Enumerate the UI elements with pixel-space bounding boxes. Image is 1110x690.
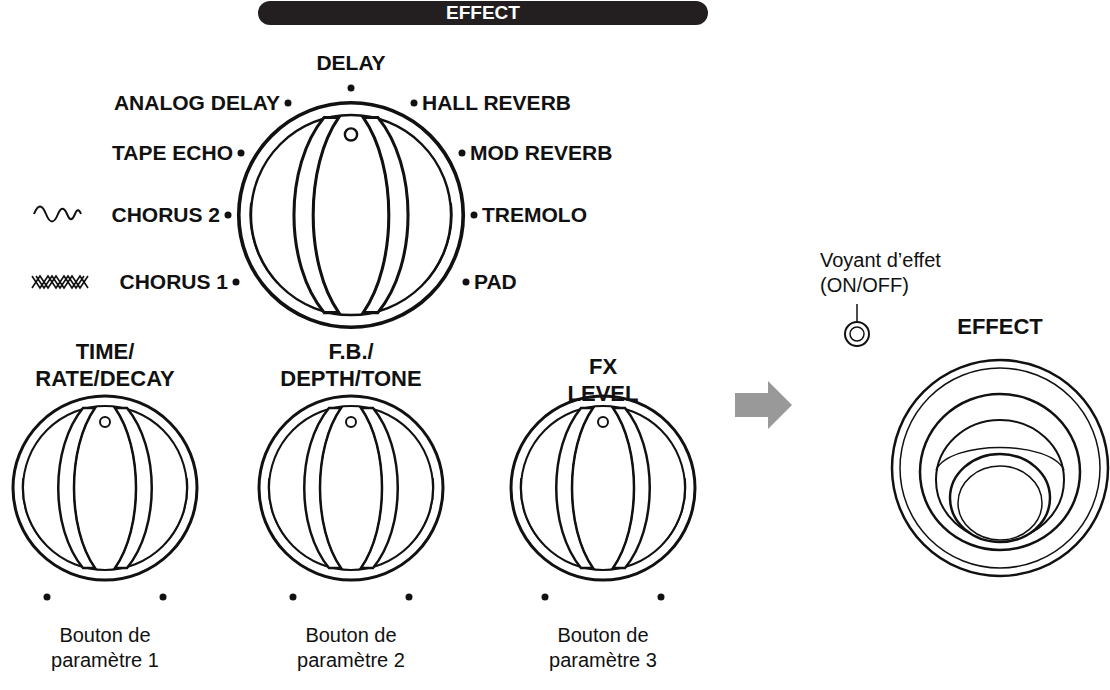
effect-footswitch	[892, 360, 1108, 576]
chorus2-icon	[34, 207, 81, 222]
position-dots	[225, 85, 478, 286]
effect-name: TAPE ECHO	[112, 141, 233, 165]
knob-caption: Bouton de paramètre 1	[30, 623, 180, 673]
effect-name: CHORUS 2	[111, 203, 220, 227]
effect-led	[845, 322, 869, 346]
parameter-knob	[13, 396, 197, 580]
band-title: EFFECT	[446, 2, 520, 24]
effect-name: ANALOG DELAY	[114, 91, 280, 115]
effect-name: TREMOLO	[482, 203, 587, 227]
knob-label: FX LEVEL	[568, 353, 639, 408]
knob-label: F.B./ DEPTH/TONE	[280, 338, 421, 393]
effect-name: MOD REVERB	[470, 141, 612, 165]
knob-label: TIME/ RATE/DECAY	[35, 338, 174, 393]
parameter-knob	[511, 396, 695, 580]
chorus1-icon	[32, 276, 88, 288]
effect-name: DELAY	[316, 51, 385, 75]
effect-name: HALL REVERB	[422, 91, 571, 115]
indicator-label: Voyant d’effet (ON/OFF)	[820, 248, 990, 298]
title-band: EFFECT	[258, 1, 708, 25]
effect-name: CHORUS 1	[119, 270, 228, 294]
knob-caption: Bouton de paramètre 2	[276, 623, 426, 673]
effect-name: PAD	[474, 270, 517, 294]
leader-line	[856, 304, 858, 322]
range-dots	[44, 594, 665, 601]
gray-arrow	[735, 381, 792, 429]
switch-label: EFFECT	[957, 313, 1043, 341]
parameter-knob	[259, 396, 443, 580]
knob-caption: Bouton de paramètre 3	[528, 623, 678, 673]
effect-selector-knob	[239, 103, 463, 327]
